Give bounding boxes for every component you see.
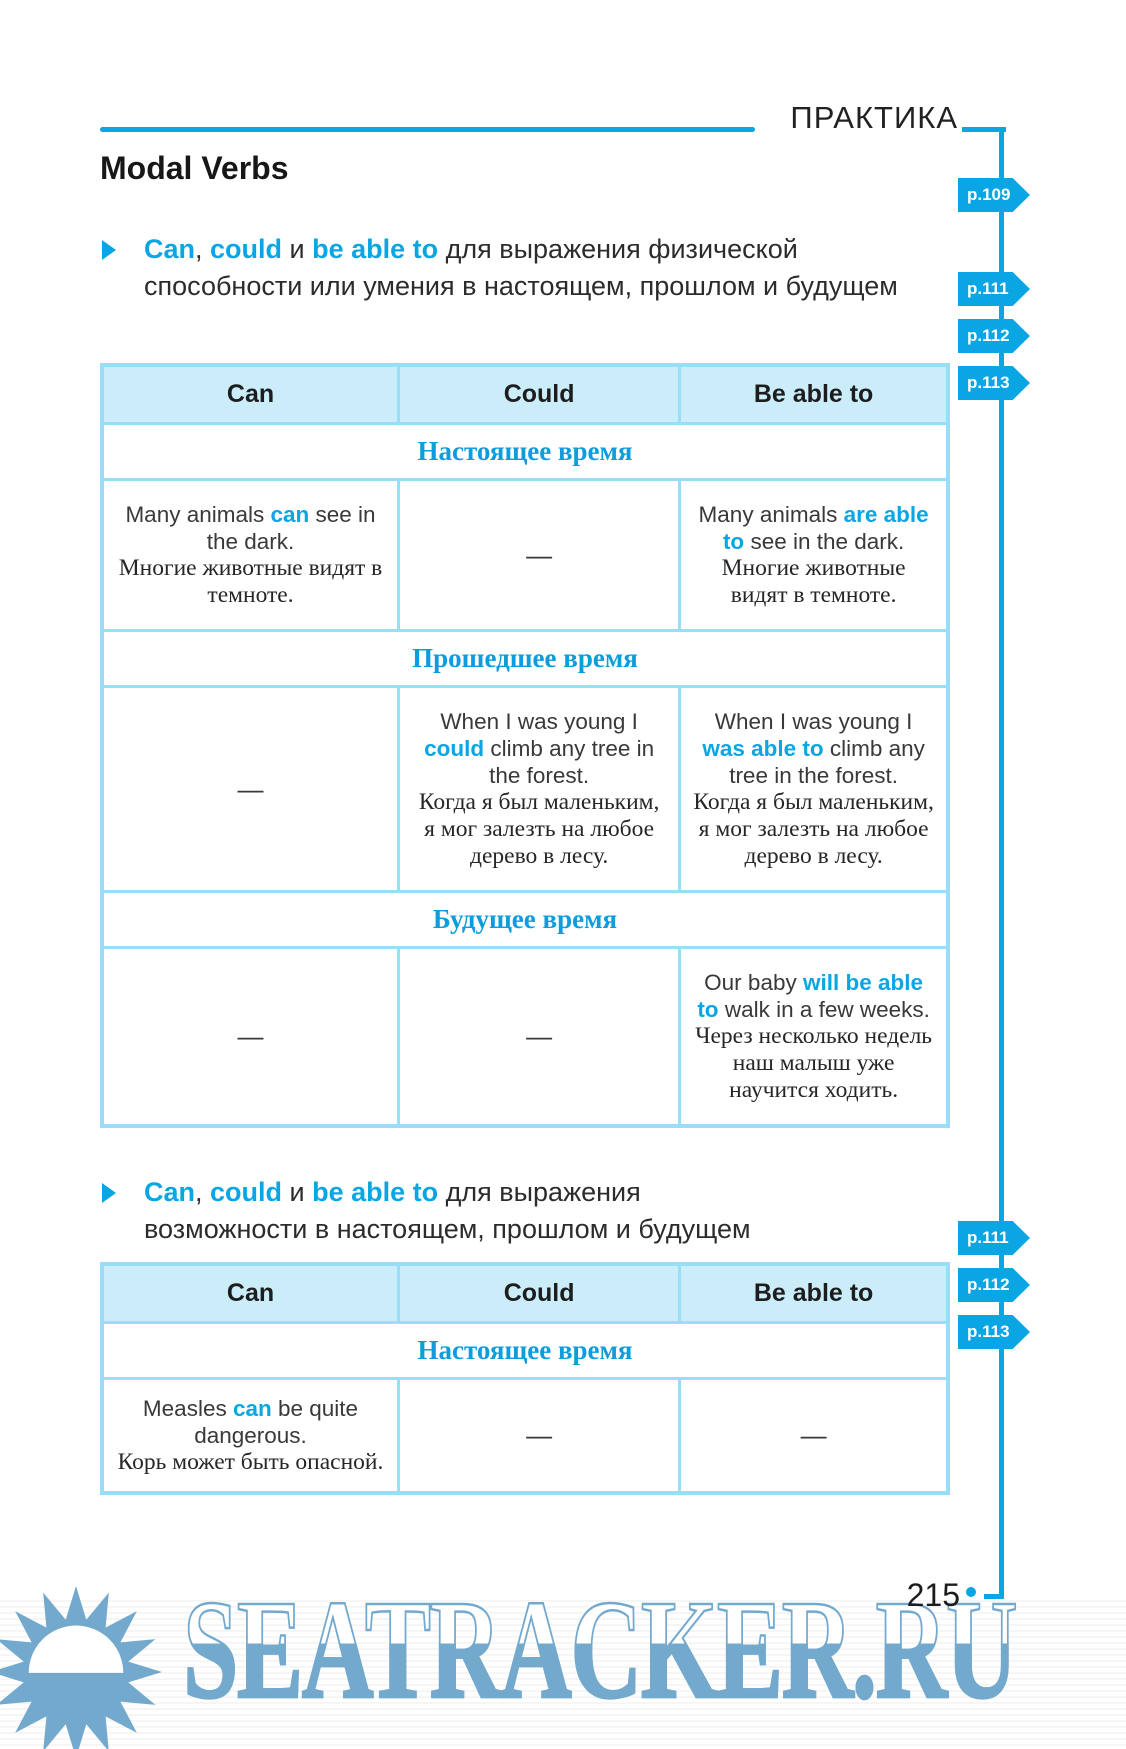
table-header-row: Can Could Be able to	[104, 1266, 946, 1321]
example-russian: Корь может быть опасной.	[117, 1449, 384, 1475]
cell-present-could-empty: —	[397, 481, 678, 629]
tense-row-present: Настоящее время	[104, 1321, 946, 1377]
table-row-present: Measles can be quite dangerous. Корь мож…	[104, 1377, 946, 1491]
example-russian: Многие животные видят в темноте.	[118, 555, 383, 608]
section-heading-possibility: Can, could и be able to для выражения во…	[100, 1174, 950, 1248]
col-header-be-able-to: Be able to	[678, 367, 946, 422]
example-english: Our baby will be able to walk in a few w…	[697, 970, 930, 1022]
arrow-bullet-icon	[102, 240, 116, 260]
cell-past-can-empty: —	[237, 773, 264, 804]
tense-label-present: Настоящее время	[417, 1335, 633, 1365]
example-english: Many animals can see in the dark.	[125, 502, 376, 554]
example-english: Measles can be quite dangerous.	[142, 1396, 359, 1448]
page-ref-tab-109: p.109	[958, 178, 1030, 212]
margin-vertical-line	[999, 127, 1004, 1597]
example-russian: Через несколько недель наш малыш уже нау…	[695, 1023, 933, 1103]
tense-label-present: Настоящее время	[417, 436, 633, 466]
cell-past-be-able-to: When I was young I was able to climb any…	[678, 688, 946, 890]
tense-row-past: Прошедшее время	[104, 629, 946, 685]
page-ref-tab-111: p.111	[958, 272, 1030, 306]
col-header-be-able-to: Be able to	[678, 1266, 946, 1321]
cell-present-can: Many animals can see in the dark. Многие…	[104, 481, 397, 629]
col-header-can: Can	[104, 1266, 398, 1321]
section-heading-ability: Can, could и be able to для выражения фи…	[100, 231, 950, 305]
header-rule-connector	[962, 127, 1006, 132]
main-content: Modal Verbs Can, could и be able to для …	[100, 0, 950, 1495]
cell-past-could: When I was young I could climb any tree …	[397, 688, 678, 890]
table-row-future: — — Our baby will be able to walk in a f…	[104, 946, 946, 1124]
tense-row-future: Будущее время	[104, 890, 946, 946]
page-ref-tab-112: p.112	[958, 319, 1030, 353]
section-header-praktika: ПРАКТИКА	[790, 100, 958, 135]
tense-row-present: Настоящее время	[104, 422, 946, 478]
example-russian: Когда я был маленьким, я мог залезть на …	[693, 789, 934, 869]
example-russian: Многие животные видят в темноте.	[721, 555, 906, 608]
page-ref-tab-113: p.113	[958, 366, 1030, 400]
scan-stripes-texture	[0, 1600, 1126, 1749]
col-header-could: Could	[397, 1266, 679, 1321]
example-english: When I was young I was able to climb any…	[702, 709, 925, 788]
table-row-past: — When I was young I could climb any tre…	[104, 685, 946, 890]
example-english: Many animals are able to see in the dark…	[698, 502, 929, 554]
tense-label-past: Прошедшее время	[412, 643, 638, 673]
col-header-can: Can	[104, 367, 398, 422]
page-ref-tab-113-2: p.113	[958, 1315, 1030, 1349]
table-header-row: Can Could Be able to	[104, 367, 946, 422]
page-ref-tab-112-2: p.112	[958, 1268, 1030, 1302]
header-rule	[100, 127, 755, 132]
possibility-table: Can Could Be able to Настоящее время Mea…	[100, 1262, 950, 1495]
table-row-present: Many animals can see in the dark. Многие…	[104, 478, 946, 629]
page-number: 215	[906, 1577, 960, 1613]
example-russian: Когда я был маленьким, я мог залезть на …	[418, 789, 660, 869]
section-heading-text: Can, could и be able to для выражения во…	[144, 1177, 751, 1244]
cell-present-could-empty: —	[397, 1380, 678, 1491]
page-ref-tab-111-2: p.111	[958, 1221, 1030, 1255]
arrow-bullet-icon	[102, 1183, 116, 1203]
tense-label-future: Будущее время	[432, 904, 618, 934]
cell-present-be-able-to-empty: —	[678, 1380, 946, 1491]
ability-table: Can Could Be able to Настоящее время Man…	[100, 363, 950, 1128]
watermark-text: SEATRACKER.RU	[182, 1570, 1018, 1728]
col-header-could: Could	[397, 367, 679, 422]
end-line-elbow	[984, 1594, 1004, 1599]
end-dot-icon	[966, 1587, 976, 1597]
page-title: Modal Verbs	[100, 150, 289, 186]
cell-future-can-empty: —	[237, 1021, 264, 1051]
watermark-sun-logo	[0, 1586, 162, 1749]
cell-present-be-able-to: Many animals are able to see in the dark…	[678, 481, 946, 629]
section-heading-text: Can, could и be able to для выражения фи…	[144, 234, 898, 301]
example-english: When I was young I could climb any tree …	[424, 709, 655, 788]
cell-future-could-empty: —	[397, 949, 678, 1124]
cell-future-be-able-to: Our baby will be able to walk in a few w…	[678, 949, 946, 1124]
cell-present-can: Measles can be quite dangerous. Корь мож…	[104, 1380, 397, 1491]
